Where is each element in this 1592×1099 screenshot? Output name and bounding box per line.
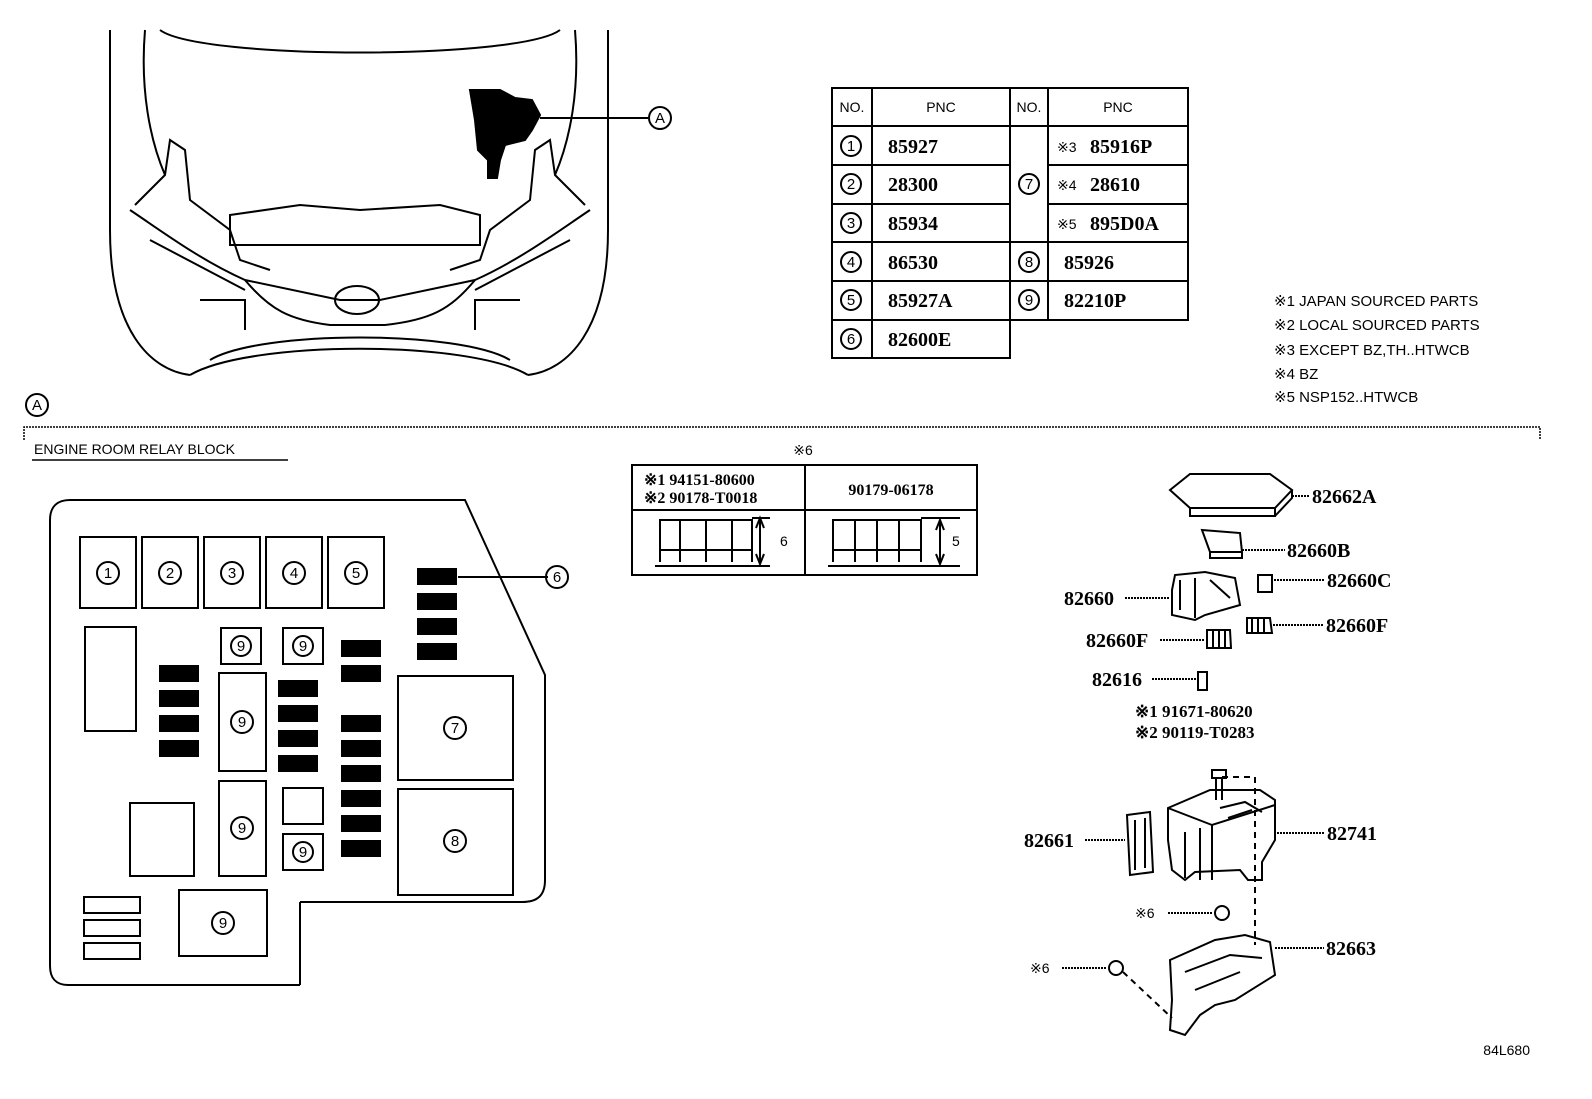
relay-block-outline	[49, 499, 546, 986]
relay-slot-label: 4	[290, 565, 298, 582]
pnc-header-pnc-right: PNC	[1103, 99, 1133, 115]
pnc-row-mark: ※5	[1057, 216, 1077, 232]
relay-slot-label-7: 7	[451, 720, 459, 737]
pnc-row-value: 895D0A	[1090, 213, 1159, 235]
pnc-row-value: 82210P	[1064, 290, 1126, 312]
pnc-header-pnc-left: PNC	[926, 99, 956, 115]
pnc-row-no: 4	[847, 254, 855, 271]
relay-slot-label-8: 8	[451, 833, 459, 850]
pnc-row-value: 82600E	[888, 329, 951, 351]
part-label-82661: 82661	[1024, 830, 1074, 852]
part-label-82660: 82660	[1064, 588, 1114, 610]
pnc-row-no: 6	[847, 331, 855, 348]
pnc-row-value: 85916P	[1090, 136, 1152, 158]
pnc-row-no: 5	[847, 292, 855, 309]
nut-part-japan: ※1 94151-80600	[644, 472, 755, 489]
part-label-82660B: 82660B	[1287, 540, 1350, 562]
part-label-nut-b: ※6	[1030, 960, 1050, 976]
pnc-row-no: 2	[847, 176, 855, 193]
pnc-row-no: 8	[1025, 254, 1033, 271]
note-line: ※3 EXCEPT BZ,TH..HTWCB	[1274, 342, 1470, 359]
relay-slot-label-9: 9	[299, 844, 307, 861]
relay-block-components	[79, 536, 569, 960]
vehicle-front-illustration	[109, 29, 609, 376]
part-label-82660F-right: 82660F	[1326, 615, 1388, 637]
pnc-header-no-right: NO.	[1017, 99, 1042, 115]
relay-slot-label: 1	[104, 565, 112, 582]
note-line: ※4 BZ	[1274, 366, 1318, 383]
pnc-row-no: 3	[847, 215, 855, 232]
pnc-row-value: 85927A	[888, 290, 953, 312]
nut-part-local: ※2 90178-T0018	[644, 490, 757, 507]
part-label-bolt-local: ※2 90119-T0283	[1135, 723, 1255, 742]
relay-slot-label-9: 9	[238, 820, 246, 837]
fuse-slots	[159, 568, 457, 857]
nut-table-title: ※6	[793, 442, 813, 458]
pnc-row-value: 86530	[888, 252, 938, 274]
pnc-row-no: 1	[847, 138, 855, 155]
pnc-row-value: 28300	[888, 174, 938, 196]
pnc-row-value: 85926	[1064, 252, 1114, 274]
pnc-header-no-left: NO.	[840, 99, 865, 115]
relay-block-location-marker	[468, 89, 542, 179]
relay-slot-label-9: 9	[238, 714, 246, 731]
pnc-row-mark: ※3	[1057, 139, 1077, 155]
pnc-row-no: 7	[1025, 176, 1033, 193]
relay-slot-label: 3	[228, 565, 236, 582]
diagram-code: 84L680	[1483, 1042, 1530, 1058]
part-label-82741: 82741	[1327, 823, 1377, 845]
part-label-bolt-japan: ※1 91671-80620	[1135, 702, 1253, 721]
note-line: ※5 NSP152..HTWCB	[1274, 389, 1418, 406]
callout-a-letter: A	[655, 110, 665, 127]
section-a-letter: A	[32, 397, 42, 414]
part-label-82660F-left: 82660F	[1086, 630, 1148, 652]
pnc-row-value: 28610	[1090, 174, 1140, 196]
pnc-row-value: 85934	[888, 213, 938, 235]
note-line: ※2 LOCAL SOURCED PARTS	[1274, 317, 1480, 334]
exploded-parts-illustration	[1062, 473, 1325, 1037]
relay-slot-label-9: 9	[237, 638, 245, 655]
part-label-82663: 82663	[1326, 938, 1376, 960]
section-a-circle	[25, 393, 49, 417]
part-label-nut-a: ※6	[1135, 905, 1155, 921]
nut-height-dim: 5	[952, 533, 960, 549]
nut-height-dim: 6	[780, 533, 788, 549]
part-label-82616: 82616	[1092, 669, 1142, 691]
relay-slot-label-9: 9	[219, 915, 227, 932]
note-line: ※1 JAPAN SOURCED PARTS	[1274, 293, 1478, 310]
relay-slot-label: 2	[166, 565, 174, 582]
part-label-82662A: 82662A	[1312, 486, 1377, 508]
part-label-82660C: 82660C	[1327, 570, 1391, 592]
relay-slot-label-9: 9	[299, 638, 307, 655]
pnc-row-mark: ※4	[1057, 177, 1077, 193]
pnc-row-value: 85927	[888, 136, 938, 158]
section-title: ENGINE ROOM RELAY BLOCK	[34, 441, 236, 457]
nut-part-common: 90179-06178	[848, 482, 933, 499]
relay-slot-label: 5	[352, 565, 360, 582]
pnc-row-no: 9	[1025, 292, 1033, 309]
pnc-table	[831, 87, 1189, 359]
callout-a-circle	[648, 106, 672, 130]
nut-spec-table	[631, 464, 978, 576]
relay-callout-6: 6	[553, 569, 561, 586]
